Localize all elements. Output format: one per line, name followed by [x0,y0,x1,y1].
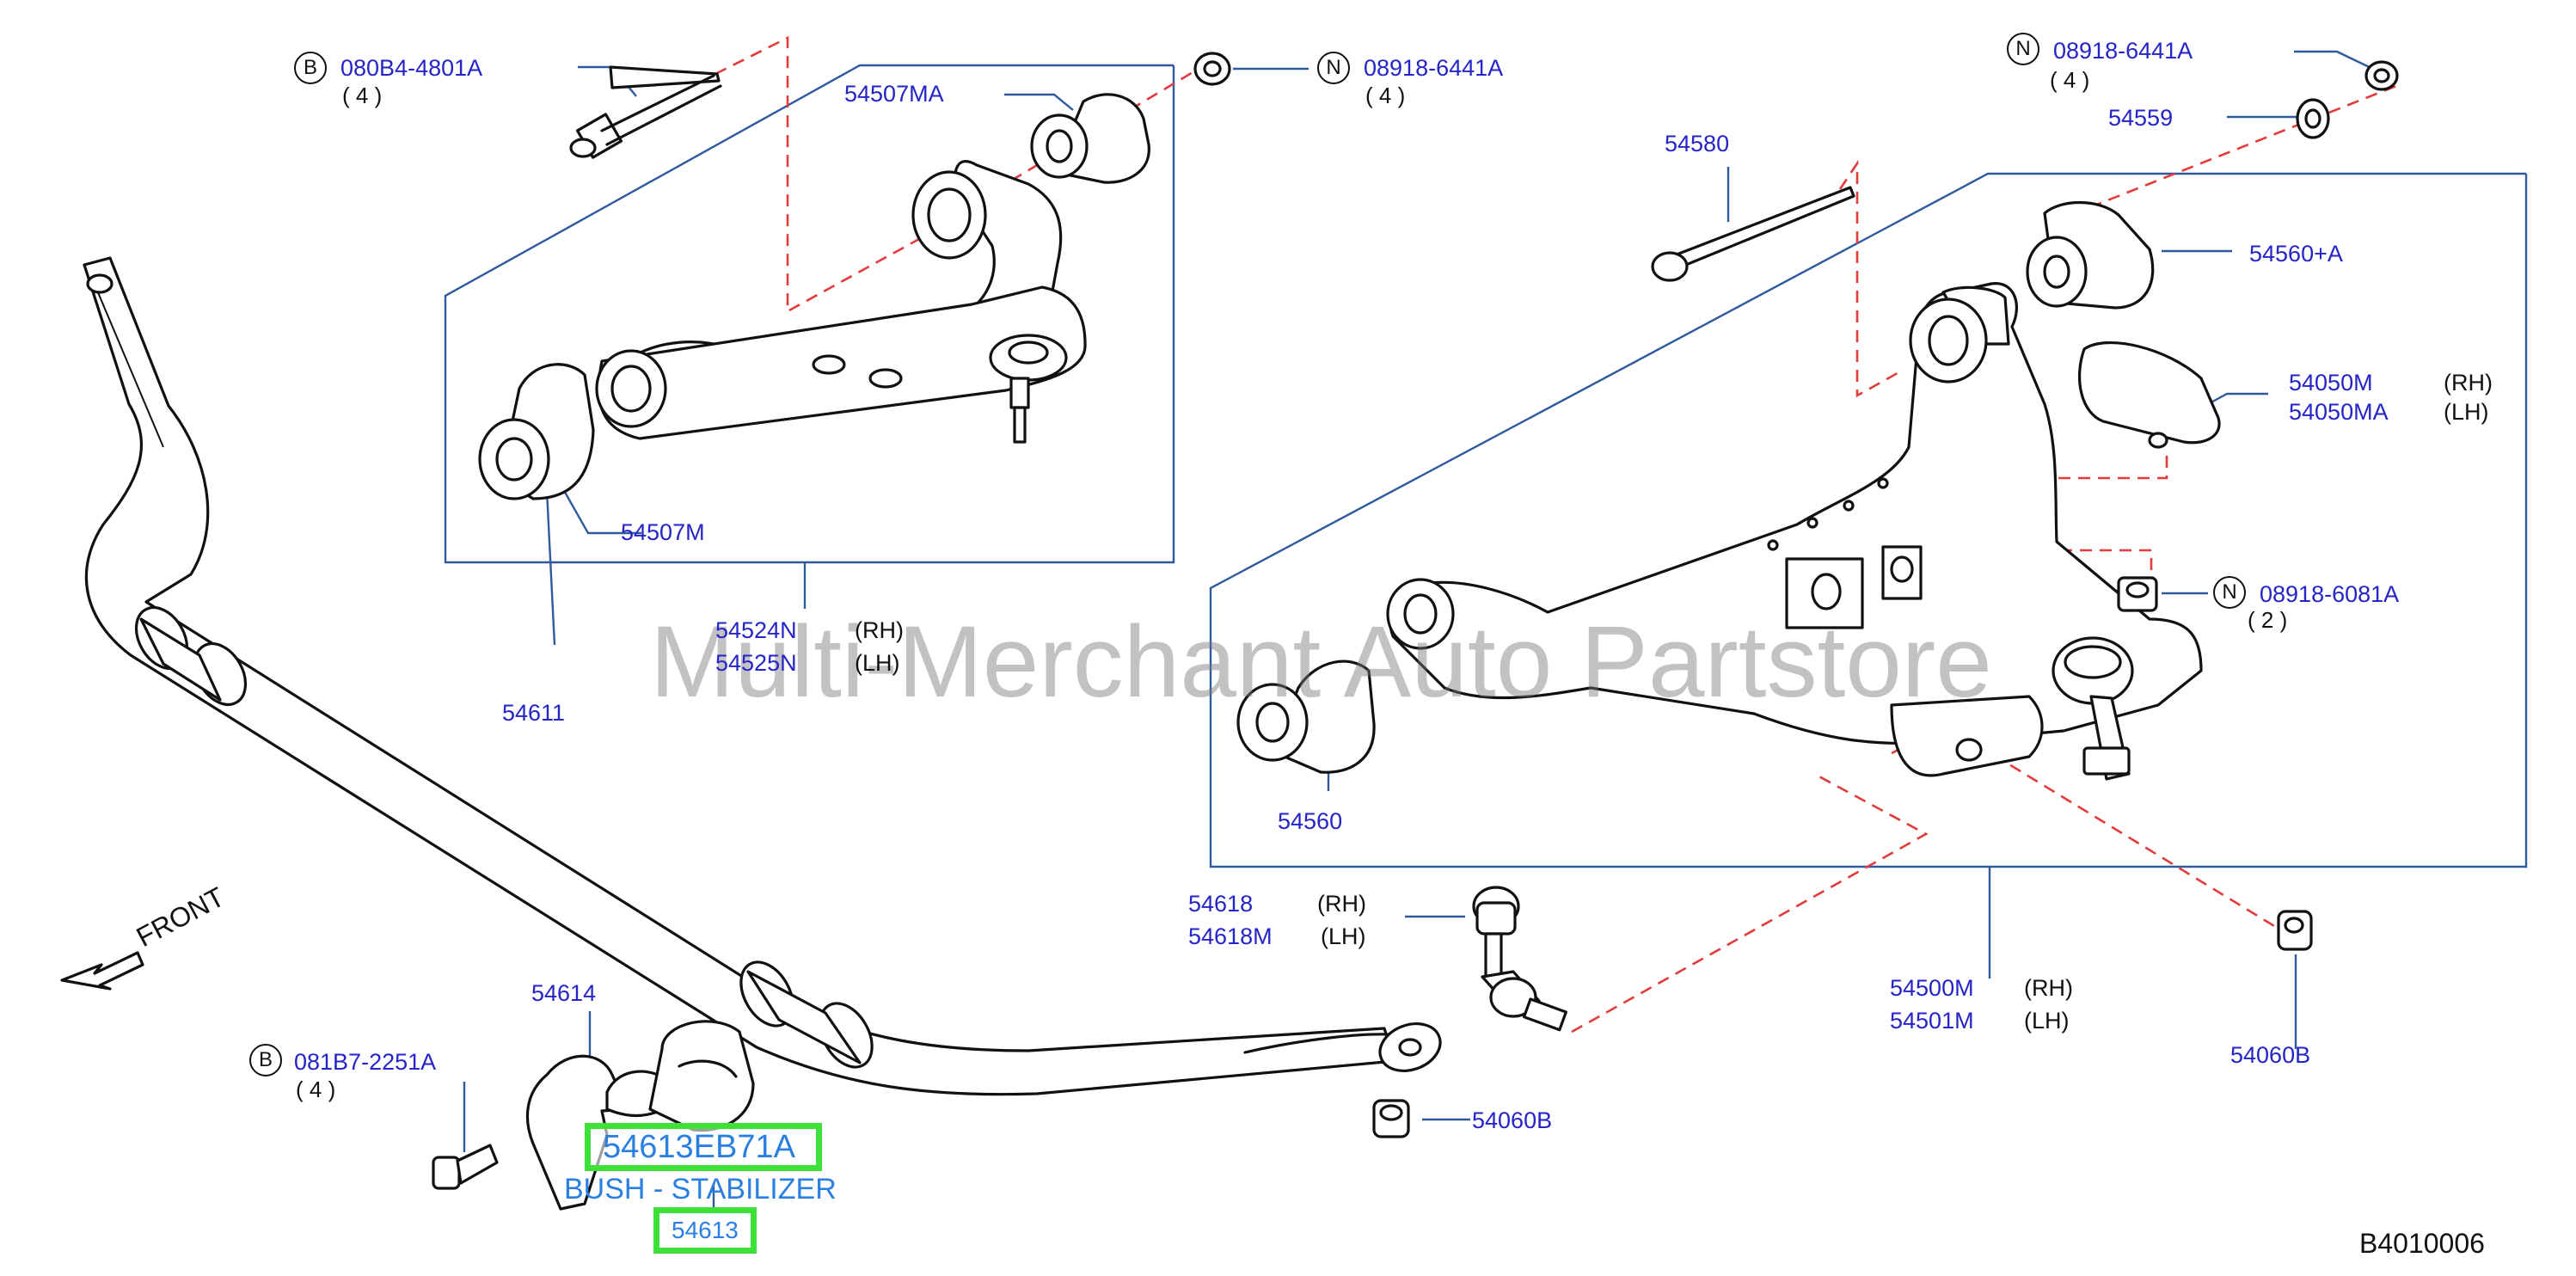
side-rh-54618: (RH) [1317,891,1366,917]
qty-081b7: ( 4 ) [296,1077,336,1102]
part-label-54611[interactable]: 54611 [502,700,566,726]
part-label-54614[interactable]: 54614 [531,980,597,1006]
part-label-54560-a[interactable]: 54560+A [2249,241,2343,267]
lower-control-arm [1386,282,2203,781]
part-label-54060b-mid[interactable]: 54060B [1472,1107,1553,1133]
side-rh-54500m: (RH) [2024,975,2073,1001]
part-label-54050ma[interactable]: 54050MA [2289,399,2389,425]
side-lh-54525n: (LH) [855,650,900,676]
part-label-54613[interactable]: 54613 [653,1207,757,1254]
stabilizer-link [1372,886,1567,1138]
side-rh-54050m: (RH) [2444,370,2493,396]
circle-b-icon: B [294,52,327,84]
stabilizer-mount [432,1020,755,1211]
part-label-54501m[interactable]: 54501M [1890,1008,1974,1034]
part-label-54560[interactable]: 54560 [1278,808,1343,834]
diagram-code: B4010006 [2359,1228,2485,1259]
side-lh-54501m: (LH) [2024,1008,2070,1034]
part-label-54580[interactable]: 54580 [1665,131,1730,156]
qty-08918-6441a-right: ( 4 ) [2050,67,2090,93]
side-rh-54524n: (RH) [855,617,904,643]
part-label-54507m[interactable]: 54507M [621,519,705,545]
circle-n-icon: N [1317,52,1350,84]
part-label-54525n[interactable]: 54525N [715,650,797,676]
part-label-54559[interactable]: 54559 [2108,105,2174,131]
lower-hardware [1236,60,2399,951]
upper-control-arm [595,160,1087,444]
part-label-54500m[interactable]: 54500M [1890,975,1974,1001]
qty-080b4: ( 4 ) [342,83,383,108]
part-label-08918-6441a-right[interactable]: 08918-6441A [2053,38,2193,64]
highlighted-part-number[interactable]: 54613EB71A [585,1123,822,1171]
part-label-08918-6441a-upper[interactable]: 08918-6441A [1364,55,1504,81]
part-label-54507ma[interactable]: 54507MA [844,81,944,107]
qty-08918-6081a: ( 2 ) [2248,607,2288,633]
leader-lines [463,50,2383,1212]
part-label-08918-6081a[interactable]: 08918-6081A [2260,581,2400,607]
part-label-54050m[interactable]: 54050M [2289,370,2373,396]
upper-hardware [478,52,1231,500]
circle-n-icon: N [2007,33,2039,65]
part-label-54618m[interactable]: 54618M [1188,923,1273,949]
circle-n-icon: N [2213,576,2246,609]
side-lh-54618m: (LH) [1321,923,1366,949]
stabilizer-bar [83,256,1442,1096]
side-lh-54050ma: (LH) [2444,399,2489,425]
circle-b-icon: B [249,1044,282,1077]
part-label-54060b-right[interactable]: 54060B [2230,1042,2311,1068]
highlighted-part-name: BUSH - STABILIZER [564,1173,837,1205]
part-label-54524n[interactable]: 54524N [715,617,797,643]
front-arrow-icon [60,951,144,991]
lower-arm-frame [1209,172,2528,978]
qty-08918-6441a-upper: ( 4 ) [1365,83,1406,108]
upper-arm-frame [444,64,1175,609]
part-label-54618[interactable]: 54618 [1188,891,1254,917]
part-label-080b4-4801a[interactable]: 080B4-4801A [340,55,483,81]
watermark: Multi-Merchant Auto Partstore [650,605,1992,719]
part-label-081b7-2251a[interactable]: 081B7-2251A [294,1049,437,1075]
